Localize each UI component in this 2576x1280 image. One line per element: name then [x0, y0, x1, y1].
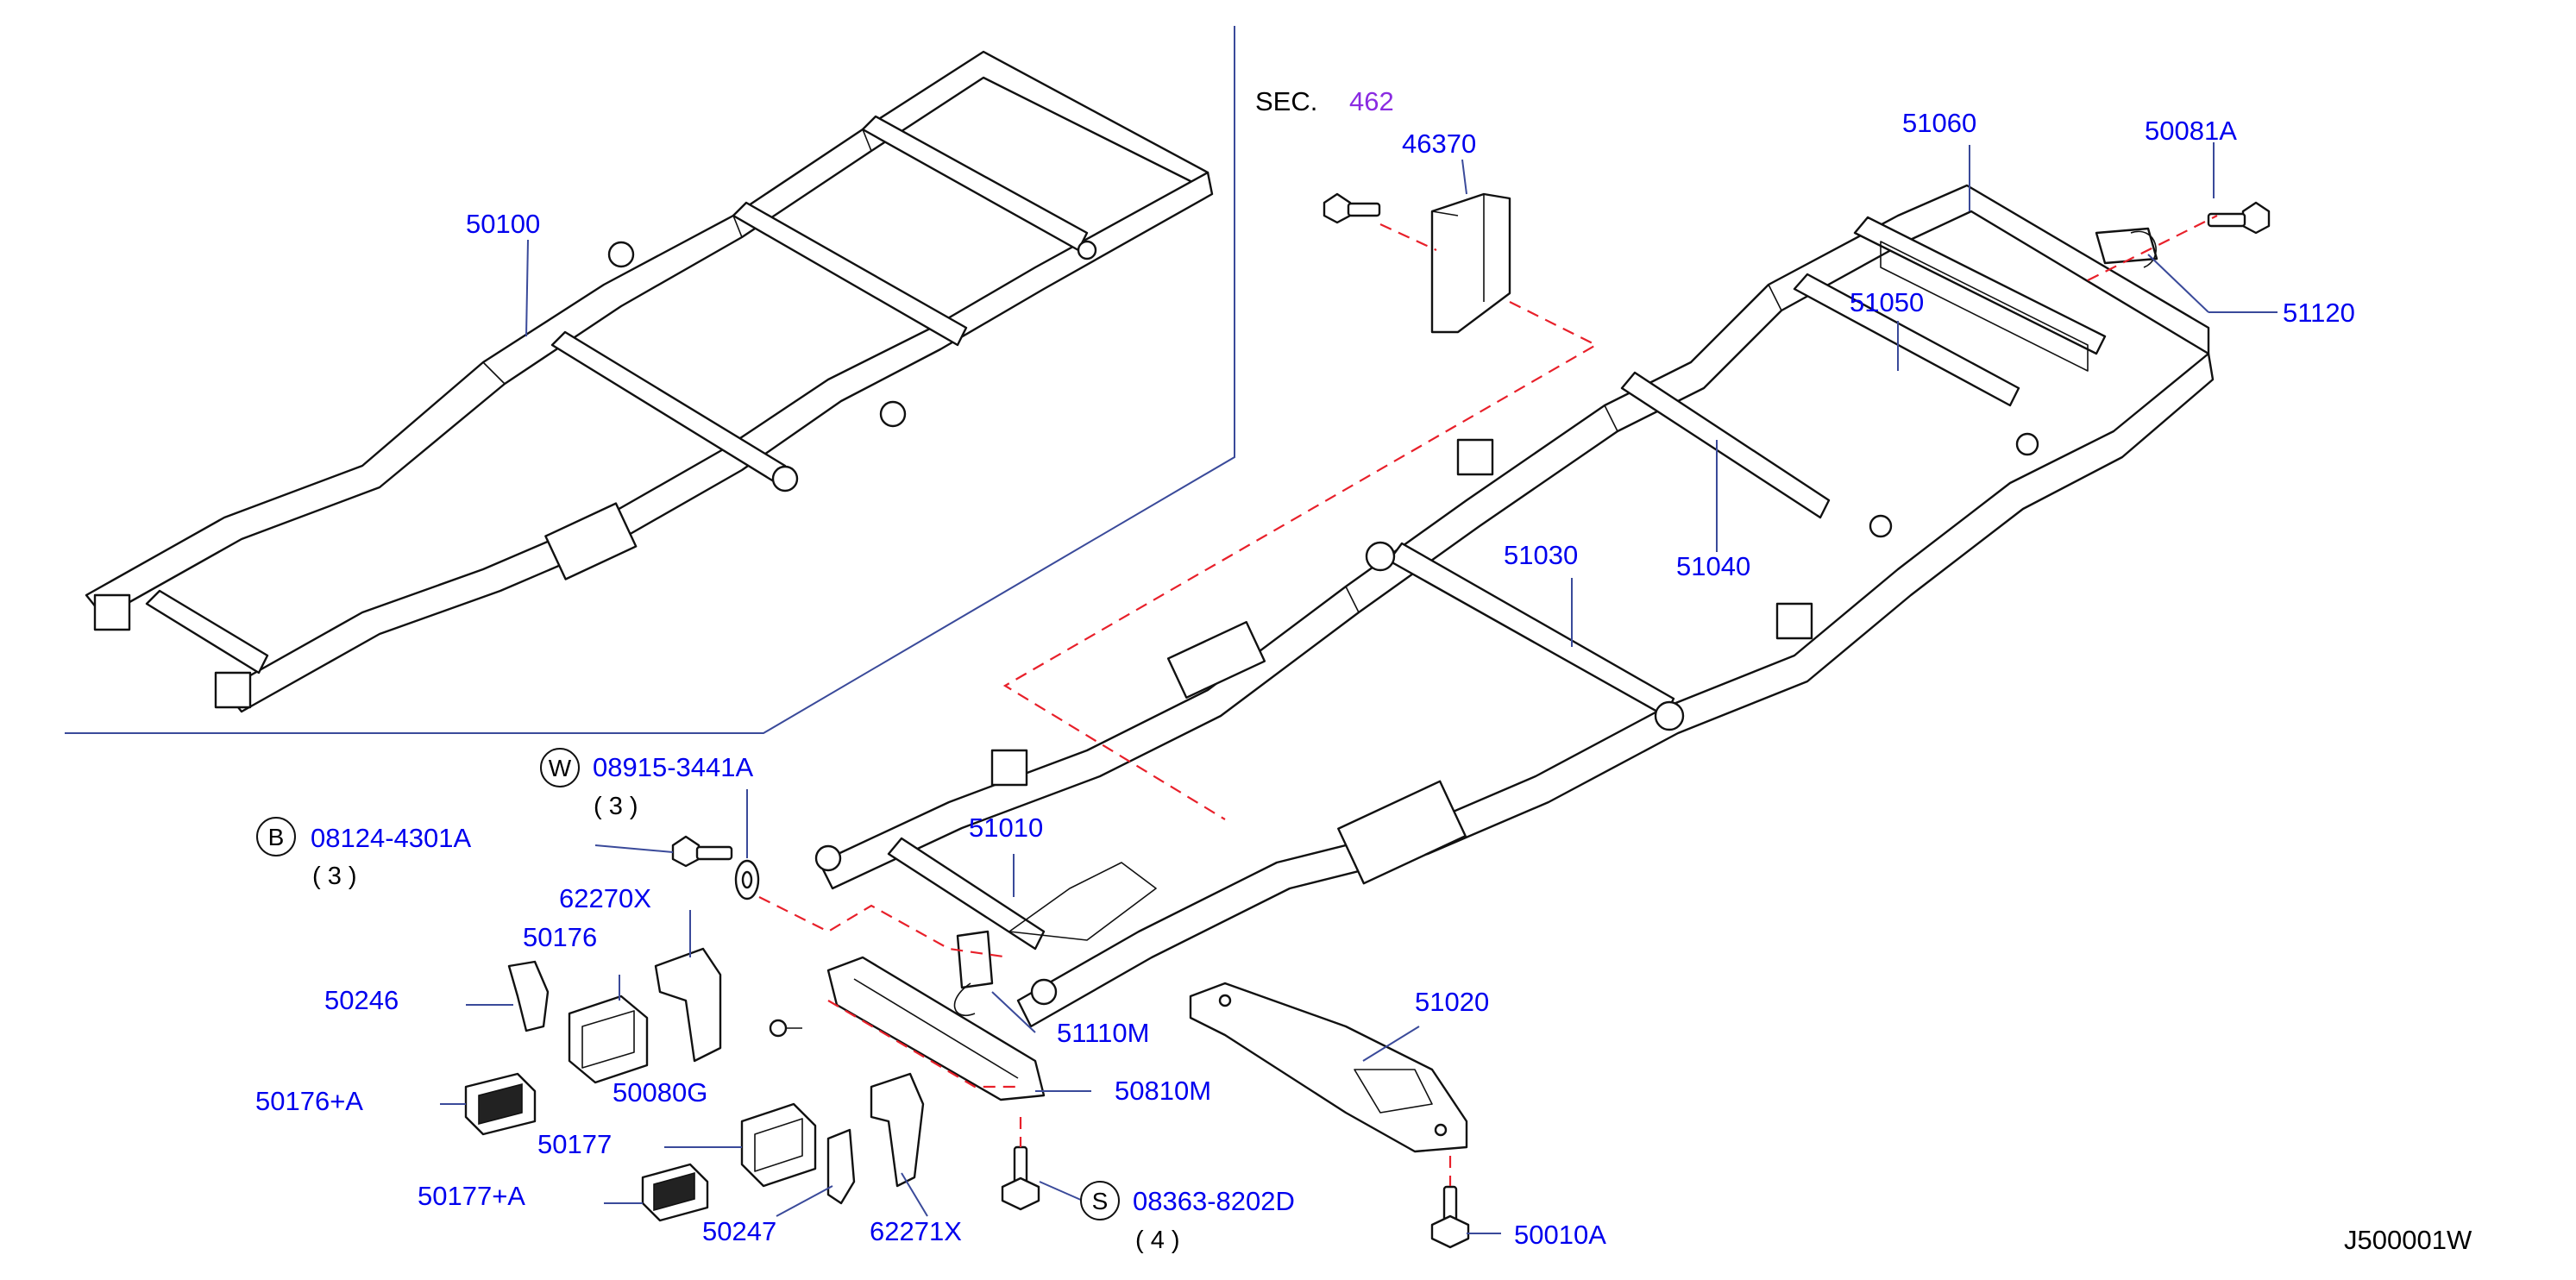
bolt-50010A[interactable]: [1430, 1185, 1470, 1249]
label-50176[interactable]: 50176: [523, 922, 597, 952]
label-51110M[interactable]: 51110M: [1057, 1018, 1149, 1048]
fastener-S[interactable]: S 08363-8202D ( 4 ): [1080, 1181, 1295, 1254]
qty-08363-8202D: ( 4 ): [1135, 1227, 1180, 1254]
label-50810M[interactable]: 50810M: [1115, 1076, 1211, 1106]
leader-lines: [440, 142, 2278, 1234]
main-frame: [814, 184, 2215, 1028]
symbol-letter-s: S: [1092, 1188, 1109, 1214]
label-08124-4301A[interactable]: 08124-4301A: [311, 823, 471, 853]
label-50177[interactable]: 50177: [537, 1129, 612, 1159]
section-number-link[interactable]: 462: [1349, 86, 1394, 116]
label-50100[interactable]: 50100: [466, 209, 540, 239]
labels: SEC. 462 50100 46370 51060 50081A 51120 …: [255, 86, 2472, 1255]
fastener-B[interactable]: B 08124-4301A ( 3 ): [256, 817, 471, 890]
label-51040[interactable]: 51040: [1676, 551, 1750, 581]
label-08915-3441A[interactable]: 08915-3441A: [593, 752, 753, 782]
symbol-circle-b: [256, 817, 296, 856]
part-50247-bracket[interactable]: [826, 1128, 856, 1205]
symbol-circle-s: [1080, 1181, 1120, 1220]
label-50081A[interactable]: 50081A: [2145, 116, 2237, 146]
part-51020-mount[interactable]: [1189, 982, 1468, 1153]
part-62270X-bracket[interactable]: [654, 947, 722, 1063]
label-51020[interactable]: 51020: [1415, 987, 1489, 1017]
symbol-circle-w: [540, 748, 580, 787]
part-50177-mount[interactable]: [740, 1102, 817, 1188]
qty-08124-4301A: ( 3 ): [312, 863, 357, 890]
label-50010A[interactable]: 50010A: [1514, 1220, 1606, 1250]
label-46370[interactable]: 46370: [1402, 129, 1476, 159]
label-50246[interactable]: 50246: [324, 985, 399, 1015]
part-50810M-bracket[interactable]: [826, 956, 1046, 1101]
label-62271X[interactable]: 62271X: [870, 1216, 962, 1246]
inset-border: [65, 26, 1235, 734]
diagram-code: J500001W: [2344, 1225, 2472, 1255]
bolt-08124-4301A[interactable]: [671, 835, 733, 868]
part-50177A-mount[interactable]: [641, 1163, 709, 1222]
part-50176-mount[interactable]: [568, 995, 649, 1084]
label-51030[interactable]: 51030: [1504, 540, 1578, 570]
clip-small[interactable]: [769, 1019, 802, 1038]
label-62270X[interactable]: 62270X: [559, 883, 651, 913]
qty-08915-3441A: ( 3 ): [594, 793, 638, 820]
part-62271X-bracket[interactable]: [870, 1072, 925, 1188]
part-50176A-mount[interactable]: [464, 1072, 537, 1136]
washer-08915-3441A[interactable]: [734, 859, 760, 900]
symbol-letter-b: B: [268, 824, 285, 850]
label-50247[interactable]: 50247: [702, 1216, 776, 1246]
part-50246-bracket[interactable]: [507, 960, 550, 1032]
part-46370-bracket[interactable]: [1430, 192, 1511, 334]
bolt-08363-8202D[interactable]: [1001, 1145, 1040, 1211]
bolt-50081A[interactable]: [2207, 201, 2271, 235]
label-51010[interactable]: 51010: [969, 813, 1043, 843]
section-prefix: SEC.: [1255, 86, 1317, 116]
label-50177A[interactable]: 50177+A: [418, 1181, 525, 1211]
symbol-letter-w: W: [549, 755, 572, 781]
label-50176A[interactable]: 50176+A: [255, 1086, 363, 1116]
label-51050[interactable]: 51050: [1850, 287, 1924, 317]
label-51120[interactable]: 51120: [2283, 298, 2355, 328]
part-51110M-hook[interactable]: [953, 930, 994, 1016]
label-50080G[interactable]: 50080G: [613, 1077, 707, 1107]
label-08363-8202D[interactable]: 08363-8202D: [1133, 1186, 1295, 1216]
inset-frame-50100: [85, 50, 1214, 713]
part-51120-hook[interactable]: [2095, 227, 2158, 268]
fastener-W[interactable]: W 08915-3441A ( 3 ): [540, 748, 753, 820]
dashed-guides: [758, 215, 2218, 1186]
bolt-sec462[interactable]: [1323, 192, 1381, 224]
label-51060[interactable]: 51060: [1902, 108, 1976, 138]
